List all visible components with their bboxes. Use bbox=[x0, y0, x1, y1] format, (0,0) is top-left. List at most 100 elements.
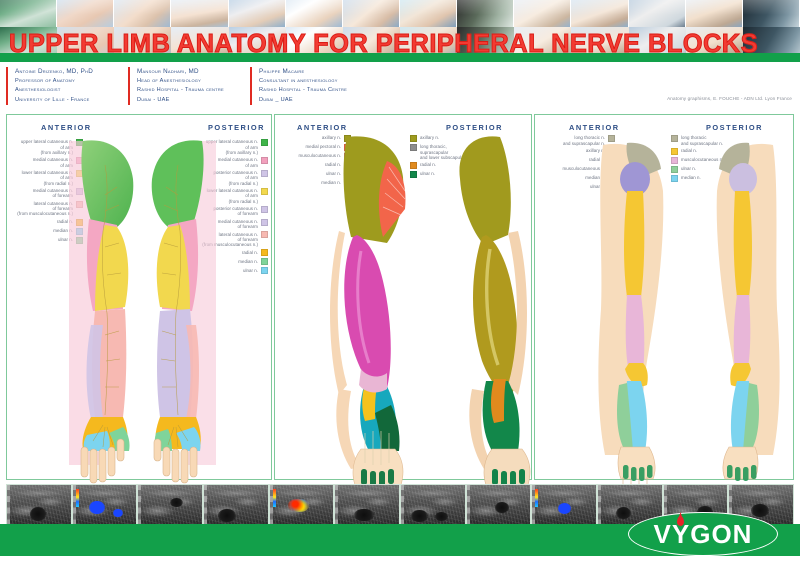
hemi-title: POSTERIOR bbox=[445, 123, 503, 132]
legend-row: radial n. bbox=[410, 162, 484, 169]
legend-label: axillary n. bbox=[321, 135, 341, 141]
legend-label: radial n. bbox=[681, 148, 698, 154]
hemi-title: ANTERIOR bbox=[569, 123, 620, 132]
ultrasound-image bbox=[466, 485, 531, 527]
legend-label: ulnar n. bbox=[242, 267, 258, 273]
legend-row: ulnar n. bbox=[190, 267, 268, 275]
legend-color-swatch bbox=[671, 165, 678, 173]
panel-myotomes: ANTERIOR axillary n.medial pectoral n.mu… bbox=[274, 114, 532, 487]
legend-row: long thoracic and suprascapular n. bbox=[671, 135, 749, 146]
legend-posterior: long thoracic and suprascapular n. radial… bbox=[671, 135, 749, 184]
legend-color-swatch bbox=[261, 187, 268, 195]
myotome-arm-anterior bbox=[321, 133, 407, 487]
clinical-photo bbox=[171, 0, 229, 27]
panel-myotomes-posterior: POSTERIOR axillary n.long thoracic, supr… bbox=[406, 115, 532, 487]
legend-row: ulnar n. bbox=[410, 171, 484, 178]
clinical-photo bbox=[514, 0, 572, 27]
author-specialty: Rashid Hospital - Trauma centre bbox=[137, 87, 224, 94]
legend-label: ulnar n. bbox=[325, 171, 341, 177]
osteotome-arm-anterior bbox=[583, 135, 669, 493]
logo-oval bbox=[628, 512, 778, 556]
legend-color-swatch bbox=[671, 174, 678, 182]
clinical-photo bbox=[685, 0, 743, 27]
legend-label: posterior cutaneous n. of forearm bbox=[213, 206, 258, 217]
author-affiliation: University of Lille - France bbox=[15, 96, 90, 103]
legend-color-swatch bbox=[261, 231, 268, 239]
legend-label: median n. bbox=[681, 175, 701, 181]
legend-color-swatch bbox=[671, 147, 678, 155]
author-role: Consultant in anesthesiology bbox=[259, 77, 338, 84]
author-name: Mansour Nadhari, MD bbox=[137, 68, 199, 75]
ultrasound-image bbox=[335, 485, 400, 527]
ultrasound-image bbox=[269, 485, 334, 527]
panel-myotomes-anterior: ANTERIOR axillary n.medial pectoral n.mu… bbox=[275, 115, 407, 487]
author-name: Philippe Macaire bbox=[259, 68, 305, 75]
author-name: Antoine Drizenko, MD, PhD bbox=[15, 68, 93, 75]
dermatome-arm-posterior-right bbox=[142, 135, 220, 484]
bottom-margin bbox=[0, 556, 800, 563]
clinical-photo bbox=[399, 0, 458, 27]
legend-color-swatch bbox=[261, 258, 268, 266]
legend-color-swatch bbox=[261, 267, 268, 275]
author-block: Antoine Drizenko, MD, PhD Professor of A… bbox=[6, 67, 93, 106]
ultrasound-image bbox=[532, 485, 597, 527]
page-title: UPPER LIMB ANATOMY FOR PERIPHERAL NERVE … bbox=[9, 30, 759, 59]
ultrasound-image bbox=[729, 485, 794, 527]
ultrasound-image bbox=[72, 485, 137, 527]
author-specialty: Anesthesiologist bbox=[15, 87, 61, 94]
legend-posterior: axillary n.long thoracic, suprascapular … bbox=[410, 135, 484, 180]
legend-row: long thoracic n. and suprascapular n. bbox=[535, 135, 615, 146]
legend-color-swatch bbox=[410, 144, 417, 151]
hemi-title: POSTERIOR bbox=[705, 123, 763, 132]
myotome-arm-posterior bbox=[459, 133, 532, 487]
clinical-photo bbox=[457, 0, 515, 27]
legend-label: musculocutaneous n. bbox=[298, 153, 341, 159]
author-block: Mansour Nadhari, MD Head of Anesthesiolo… bbox=[128, 67, 224, 106]
anatomy-panels: ANTERIOR upper lateral cutaneous n. of a… bbox=[6, 114, 797, 493]
legend-label: median n. bbox=[238, 258, 258, 264]
ultrasound-image bbox=[401, 485, 465, 527]
vygon-logo: VYGON bbox=[628, 512, 778, 556]
legend-label: radial n. bbox=[420, 162, 437, 168]
legend-color-swatch bbox=[671, 156, 678, 164]
author-affiliation: Dubai _ UAE bbox=[259, 96, 293, 103]
author-specialty: Rashid Hospital - Trauma Centre bbox=[259, 87, 348, 94]
clinical-photo bbox=[571, 0, 629, 27]
legend-color-swatch bbox=[261, 205, 268, 213]
legend-row: axillary n. bbox=[410, 135, 484, 142]
ultrasound-image bbox=[138, 485, 203, 527]
panel-dermatomes: ANTERIOR upper lateral cutaneous n. of a… bbox=[6, 114, 272, 484]
legend-label: long thoracic and suprascapular n. bbox=[681, 135, 724, 146]
graphics-credit: Anatomy graphisms, E. FOUCHE - ADN Ltd. … bbox=[667, 96, 792, 101]
legend-color-swatch bbox=[410, 171, 417, 178]
legend-row: medial cutaneous n. of forearm bbox=[190, 218, 268, 230]
legend-label: axillary n. bbox=[420, 135, 440, 141]
clinical-photo bbox=[742, 0, 800, 27]
author-role: Professor of Anatomy bbox=[15, 77, 76, 84]
legend-color-swatch bbox=[261, 169, 268, 177]
panel-dermatomes-posterior: POSTERIOR upper lateral cutaneous n. of … bbox=[140, 115, 271, 484]
legend-color-swatch bbox=[608, 135, 615, 142]
clinical-photo bbox=[228, 0, 286, 27]
legend-row: median n. bbox=[190, 258, 268, 266]
legend-row: median n. bbox=[671, 174, 749, 182]
legend-label: ulnar n. bbox=[420, 171, 436, 177]
legend-color-swatch bbox=[410, 135, 417, 142]
legend-label: radial n. bbox=[241, 249, 258, 255]
legend-row: medial cutaneous n. of arm bbox=[190, 157, 268, 168]
osteotome-arm-posterior bbox=[715, 135, 797, 481]
legend-label: radial n. bbox=[324, 162, 341, 168]
drop-icon bbox=[677, 516, 684, 526]
dermatome-arm-anterior-left bbox=[65, 135, 143, 484]
author-block: Philippe Macaire Consultant in anesthesi… bbox=[250, 67, 348, 106]
legend-label: long thoracic n. and suprascapular n. bbox=[562, 135, 605, 146]
title-green-rule bbox=[0, 53, 800, 62]
ultrasound-strip bbox=[6, 484, 794, 528]
panel-osteotomes-anterior: ANTERIOR long thoracic n. and suprascapu… bbox=[535, 115, 669, 493]
legend-color-swatch bbox=[261, 157, 268, 164]
legend-row: ulnar n. bbox=[671, 165, 749, 173]
author-affiliation: Dubai - UAE bbox=[137, 96, 170, 103]
ultrasound-image bbox=[7, 485, 71, 527]
panel-osteotomes: ANTERIOR long thoracic n. and suprascapu… bbox=[534, 114, 797, 493]
